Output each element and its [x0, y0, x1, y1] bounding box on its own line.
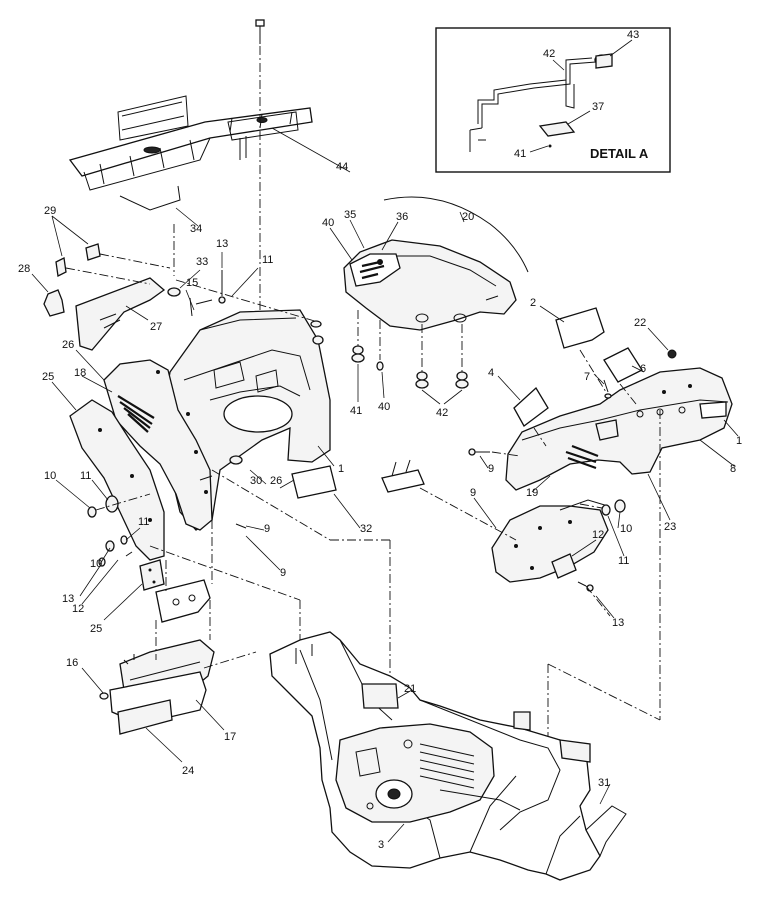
- callout-42-right: 42: [436, 407, 448, 419]
- callout-10-left2: 10: [90, 558, 102, 570]
- seat-hardware: [351, 345, 469, 389]
- rack-mount-bolt: [255, 19, 265, 44]
- callout-11-front: 11: [618, 555, 629, 567]
- callout-34: 32: [360, 523, 372, 535]
- callout-15: 15: [186, 277, 198, 289]
- rear-rack: [68, 95, 313, 211]
- callout-30: 28: [18, 263, 30, 275]
- callout-9-rear2: 9: [280, 567, 286, 579]
- callout-9-rear: 9: [264, 523, 270, 535]
- callout-11-top: 11: [262, 254, 273, 266]
- callout-32: 30: [250, 475, 262, 487]
- callout-31: 29: [44, 205, 56, 217]
- tail-light-bracket: [43, 243, 166, 351]
- callout-1-front: 1: [736, 435, 742, 447]
- callout-25: 25: [90, 623, 102, 635]
- callout-17: 17: [224, 731, 236, 743]
- engine: [335, 723, 521, 823]
- callout-10-left: 10: [44, 470, 56, 482]
- callout-38: 36: [396, 211, 408, 223]
- callout-41-detail: 41: [514, 148, 526, 160]
- headlight-housing: [603, 349, 677, 399]
- detail-a-bracket: [469, 53, 613, 152]
- callout-45: 44: [336, 161, 348, 173]
- callout-10-front: 10: [620, 523, 632, 535]
- callout-33: 31: [598, 777, 610, 789]
- callout-13-left: 13: [62, 593, 74, 605]
- seat: [343, 239, 517, 331]
- front-washers: [601, 499, 626, 516]
- callout-29: 27: [150, 321, 162, 333]
- callout-2: 2: [530, 297, 536, 309]
- callout-41: 40: [378, 401, 390, 413]
- callout-7: 8: [730, 463, 736, 475]
- callout-13-front: 13: [612, 617, 624, 629]
- license-plate-bracket: [139, 559, 165, 591]
- callout-1-rear: 1: [338, 463, 344, 475]
- detail-a-inset: 42 43 37 41 DETAIL A: [435, 27, 671, 173]
- callout-11-left: 11: [80, 470, 91, 482]
- callout-22: 22: [634, 317, 646, 329]
- callout-37: 35: [344, 209, 356, 221]
- callout-11-left2: 11: [138, 516, 149, 528]
- callout-9-front: 9: [488, 463, 494, 475]
- callout-39: 37: [592, 101, 604, 113]
- callout-24: 24: [182, 765, 194, 777]
- detail-a-title: DETAIL A: [590, 146, 649, 161]
- front-fender-bolts: [468, 448, 521, 457]
- callout-12-left: 12: [72, 603, 84, 615]
- callout-19: 19: [526, 487, 538, 499]
- callout-23: 23: [664, 521, 676, 533]
- callout-13-top: 13: [216, 238, 228, 250]
- washer-stack-left: [87, 493, 151, 567]
- callout-35: 33: [196, 256, 208, 268]
- callout-5: 6: [640, 363, 646, 375]
- callout-40: 40: [322, 217, 334, 229]
- callout-21: 21: [404, 683, 416, 695]
- front-fender: [505, 367, 733, 491]
- fender-hardware: [167, 270, 324, 345]
- callout-12-front: 12: [592, 529, 604, 541]
- front-bracket: [381, 459, 425, 493]
- callout-36: 34: [190, 223, 202, 235]
- tank-shield: [109, 671, 207, 735]
- callout-26: 26: [270, 475, 282, 487]
- front-lower-bracket: [551, 553, 594, 592]
- decal: [513, 307, 643, 427]
- callout-4: 4: [488, 367, 494, 379]
- rear-center-hardware: [199, 455, 337, 529]
- callout-3: 3: [378, 839, 384, 851]
- callout-42-left: 41: [350, 405, 362, 417]
- mud-flap-right: [69, 399, 165, 561]
- front-mud-flap: [491, 499, 609, 583]
- callout-28: 26: [62, 339, 74, 351]
- callout-8: 9: [470, 487, 476, 499]
- callout-18: 18: [74, 367, 86, 379]
- callout-27: 25: [42, 371, 54, 383]
- callout-44: 43: [627, 29, 639, 41]
- callout-16: 16: [66, 657, 78, 669]
- callout-6: 7: [584, 371, 590, 383]
- callout-20: 20: [462, 211, 474, 223]
- callout-43: 42: [543, 48, 555, 60]
